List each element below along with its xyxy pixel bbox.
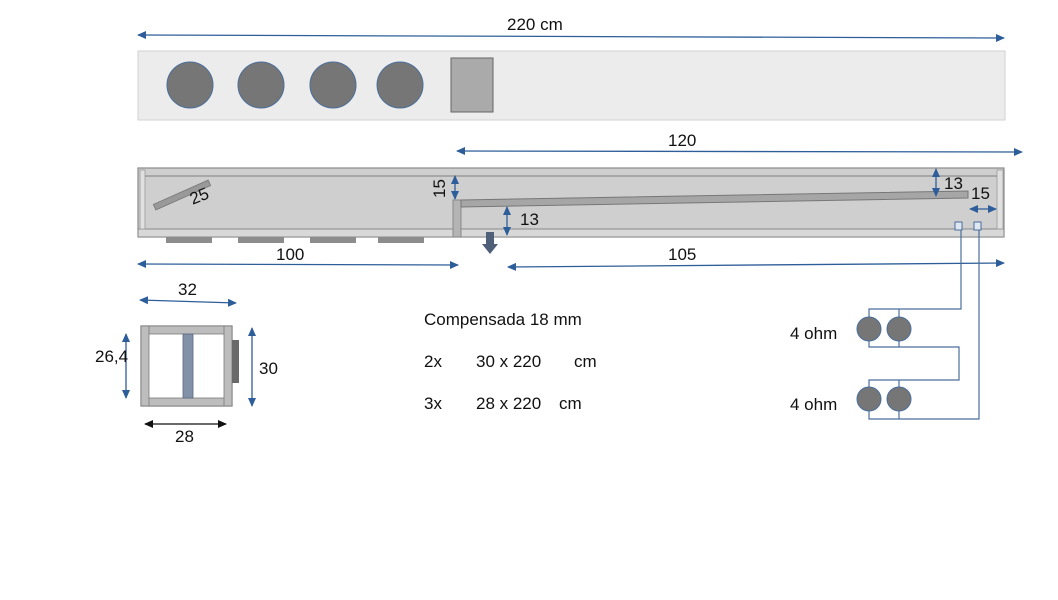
speaker-4 <box>376 61 424 109</box>
terminal-right <box>973 221 982 231</box>
wiring-diagram <box>868 230 980 420</box>
span-105-arrow <box>507 259 1005 271</box>
bottom-board <box>137 228 1005 238</box>
wiring-speaker-3 <box>856 386 882 412</box>
slanted-board <box>460 190 969 208</box>
cs-height-inner-label: 26,4 <box>95 347 129 366</box>
material-row-2-qty: 3x <box>424 394 442 413</box>
wiring-speaker-1 <box>856 316 882 342</box>
wiring-upper-label: 4 ohm <box>790 324 838 343</box>
cs-left-board <box>140 325 150 407</box>
span-120-arrow <box>456 147 1023 156</box>
speaker-1 <box>166 61 214 109</box>
cs-front-baffle <box>232 340 239 383</box>
wiring-speaker-2 <box>886 316 912 342</box>
right-depth-label: 15 <box>971 184 990 203</box>
material-row-2-unit: cm <box>559 394 582 413</box>
material-row-2-size: 28 x 220 <box>476 394 542 413</box>
foot-1 <box>166 237 212 243</box>
cs-width-top-arrow <box>139 296 237 307</box>
left-end-wall <box>139 169 146 230</box>
cs-width-bottom-label: 28 <box>175 427 194 446</box>
terminal-left <box>954 221 963 231</box>
cs-height-outer-label: 30 <box>259 359 278 378</box>
port-down-arrow <box>482 232 498 254</box>
diagonal-brace <box>152 179 212 211</box>
material-row-1-unit: cm <box>574 352 597 371</box>
material-row-1-size: 30 x 220 <box>476 352 542 371</box>
span-120-label: 120 <box>668 131 697 150</box>
cs-bottom-board <box>140 397 233 407</box>
total-length-label: 220 cm <box>507 15 563 34</box>
material-row-1-qty: 2x <box>424 352 442 371</box>
left-height-label: 15 <box>430 179 449 198</box>
wiring-speaker-4 <box>886 386 912 412</box>
gap-height-label: 13 <box>520 210 539 229</box>
right-end-wall <box>996 169 1004 230</box>
foot-2 <box>238 237 284 243</box>
foot-3 <box>310 237 356 243</box>
speaker-3 <box>309 61 357 109</box>
wiring-lower-label: 4 ohm <box>790 395 838 414</box>
cs-right-board <box>223 325 233 407</box>
cs-width-top-label: 32 <box>178 280 197 299</box>
right-height-label: 13 <box>944 174 963 193</box>
cs-top-board <box>140 325 233 335</box>
port-opening <box>450 57 494 113</box>
foot-4 <box>378 237 424 243</box>
speaker-2 <box>237 61 285 109</box>
cs-center-divider <box>182 333 194 399</box>
span-105-label: 105 <box>668 245 697 264</box>
span-100-arrow <box>137 260 459 269</box>
total-length-arrow <box>137 31 1005 42</box>
divider-board <box>452 199 462 238</box>
material-title: Compensada 18 mm <box>424 310 582 329</box>
span-100-label: 100 <box>276 245 305 264</box>
